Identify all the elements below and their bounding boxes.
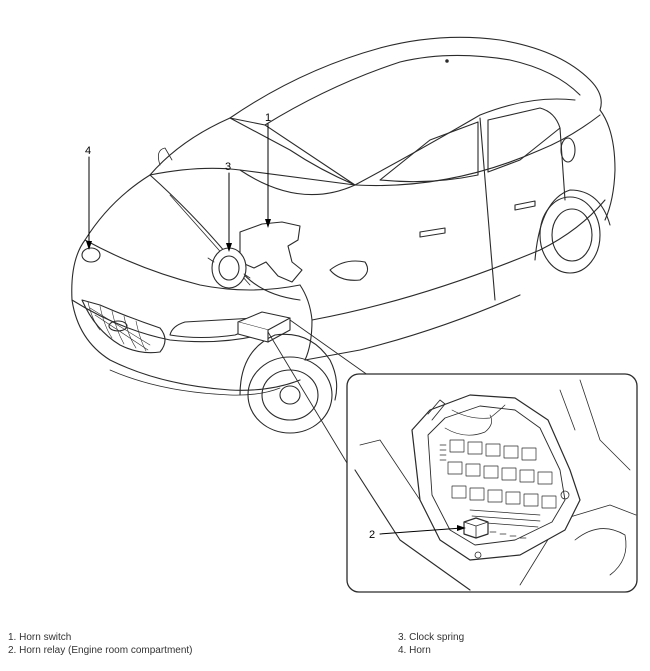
- legend-item-clock-spring: 3. Clock spring: [398, 632, 465, 643]
- legend-item-horn: 4. Horn: [398, 645, 431, 656]
- component-location-diagram: 1 3 4 2: [71, 36, 638, 593]
- callout-3: 3: [225, 161, 231, 173]
- callout-1: 1: [265, 112, 271, 124]
- horn-part: [81, 247, 101, 263]
- callout-4: 4: [85, 145, 91, 157]
- horn-switch-part: [239, 221, 303, 283]
- relay-box-part: [237, 311, 291, 343]
- legend-item-horn-relay: 2. Horn relay (Engine room compartment): [8, 645, 193, 656]
- callout-2: 2: [369, 529, 375, 541]
- legend-left-column: 1. Horn switch 2. Horn relay (Engine roo…: [8, 631, 193, 657]
- engine-room-inset: [346, 373, 638, 593]
- legend-item-horn-switch: 1. Horn switch: [8, 632, 72, 643]
- legend-right-column: 3. Clock spring 4. Horn: [398, 631, 464, 657]
- leader-lines: [88, 123, 463, 535]
